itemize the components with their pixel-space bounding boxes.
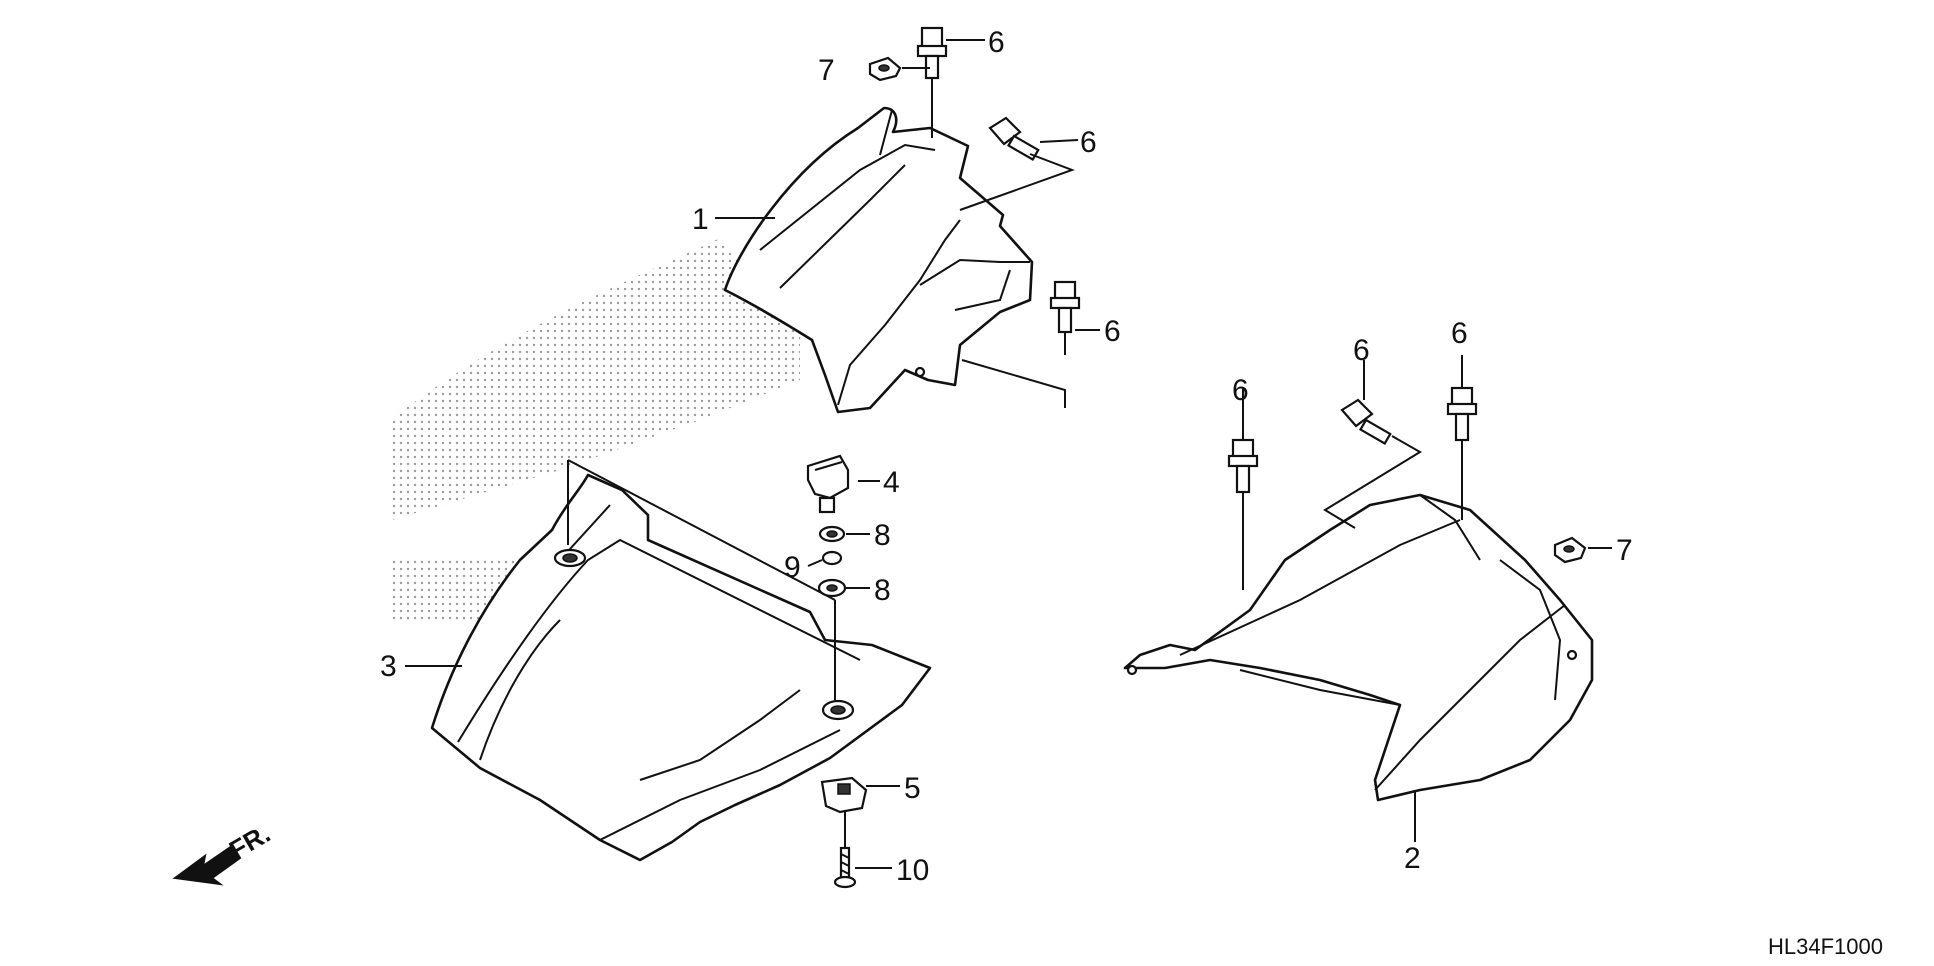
part-8-washer-lower <box>817 578 847 598</box>
part-6-bolt-top <box>916 26 948 80</box>
callout-6-upper-right: 6 <box>1080 126 1097 159</box>
callout-6-right-b: 6 <box>1353 334 1370 367</box>
callout-7-top: 7 <box>818 54 835 87</box>
callout-6-right-a: 6 <box>1232 374 1249 407</box>
callout-2: 2 <box>1404 842 1421 875</box>
part-5-clip <box>820 776 868 814</box>
part-4-grommet <box>806 454 850 514</box>
diagram-code: HL34F1000 <box>1768 934 1883 959</box>
part-10-screw <box>833 846 857 889</box>
callout-9: 9 <box>784 551 801 584</box>
callout-6-top: 6 <box>988 26 1005 59</box>
part-6-bolt-mid <box>1049 280 1081 334</box>
part-6-bolt-right-c <box>1446 386 1478 442</box>
callout-7-right: 7 <box>1616 534 1633 567</box>
part-7-clip-nut-top <box>868 56 902 82</box>
part-2-side-cover <box>1123 493 1594 802</box>
part-6-bolt-upper-right <box>988 116 1040 162</box>
callout-labels: 1 2 3 4 5 6 6 6 6 6 6 7 7 8 8 9 10 <box>380 26 1633 887</box>
callout-8-lower: 8 <box>874 574 891 607</box>
callout-4: 4 <box>883 466 900 499</box>
part-6-bolt-right-b <box>1340 398 1392 446</box>
part-1-upper-cover <box>723 106 1034 414</box>
callout-6-mid: 6 <box>1104 315 1121 348</box>
callout-8-upper: 8 <box>874 519 891 552</box>
callout-1: 1 <box>692 203 709 236</box>
part-8-washer-upper <box>818 525 846 543</box>
part-7-clip-nut-right <box>1553 536 1587 564</box>
callout-5: 5 <box>904 772 921 805</box>
part-9-collar <box>821 550 843 566</box>
callout-6-right-c: 6 <box>1451 317 1468 350</box>
front-direction-arrow: FR. <box>172 818 275 886</box>
part-6-bolt-right-a <box>1227 438 1259 494</box>
callout-10: 10 <box>896 854 929 887</box>
leader-lines <box>405 39 1612 869</box>
part-3-lower-cover <box>430 473 932 862</box>
callout-3: 3 <box>380 650 397 683</box>
